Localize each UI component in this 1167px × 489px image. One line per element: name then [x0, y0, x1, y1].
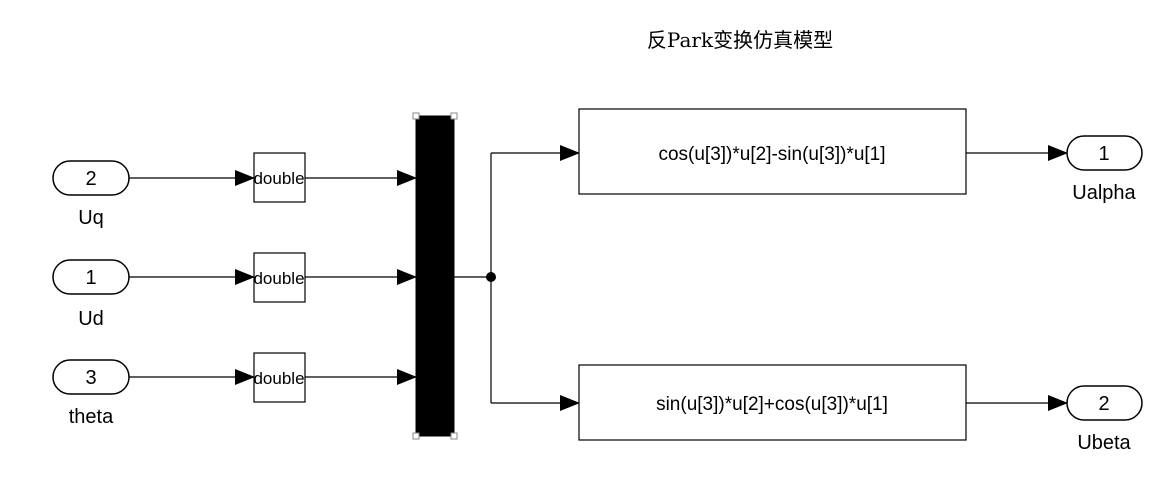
outport-number: 1: [1098, 143, 1109, 165]
selection-handle[interactable]: [450, 432, 458, 440]
outport-label-ubeta: Ubeta: [1077, 432, 1131, 454]
selection-handle[interactable]: [412, 112, 420, 120]
fcn-expression: cos(u[3])*u[2]-sin(u[3])*u[1]: [658, 144, 885, 165]
diagram-title: 反Park变换仿真模型: [647, 28, 833, 52]
inport-number: 2: [85, 168, 96, 190]
outport-ualpha[interactable]: 1: [1066, 135, 1143, 171]
outport-number: 2: [1098, 393, 1109, 415]
fcn-expression: sin(u[3])*u[2]+cos(u[3])*u[1]: [656, 394, 888, 415]
convert-label: double: [253, 269, 304, 288]
outport-label-ualpha: Ualpha: [1072, 182, 1136, 204]
inport-uq[interactable]: 2: [52, 160, 130, 196]
inport-ud[interactable]: 1: [52, 259, 130, 295]
inport-label-theta: theta: [69, 406, 114, 428]
mux-block[interactable]: [412, 112, 458, 440]
inport-number: 1: [85, 267, 96, 289]
inport-number: 3: [85, 367, 96, 389]
inport-theta[interactable]: 3: [52, 359, 130, 395]
outport-ubeta[interactable]: 2: [1066, 385, 1143, 421]
convert-label: double: [253, 369, 304, 388]
inport-label-uq: Uq: [78, 207, 104, 229]
convert-block[interactable]: double: [253, 252, 306, 303]
selection-handle[interactable]: [412, 432, 420, 440]
convert-block[interactable]: double: [253, 352, 306, 403]
convert-label: double: [253, 169, 304, 188]
fcn-block-ualpha[interactable]: cos(u[3])*u[2]-sin(u[3])*u[1]: [578, 108, 967, 195]
inport-label-ud: Ud: [78, 308, 104, 330]
fcn-block-ubeta[interactable]: sin(u[3])*u[2]+cos(u[3])*u[1]: [578, 364, 967, 441]
convert-block[interactable]: double: [253, 152, 306, 203]
selection-handle[interactable]: [450, 112, 458, 120]
